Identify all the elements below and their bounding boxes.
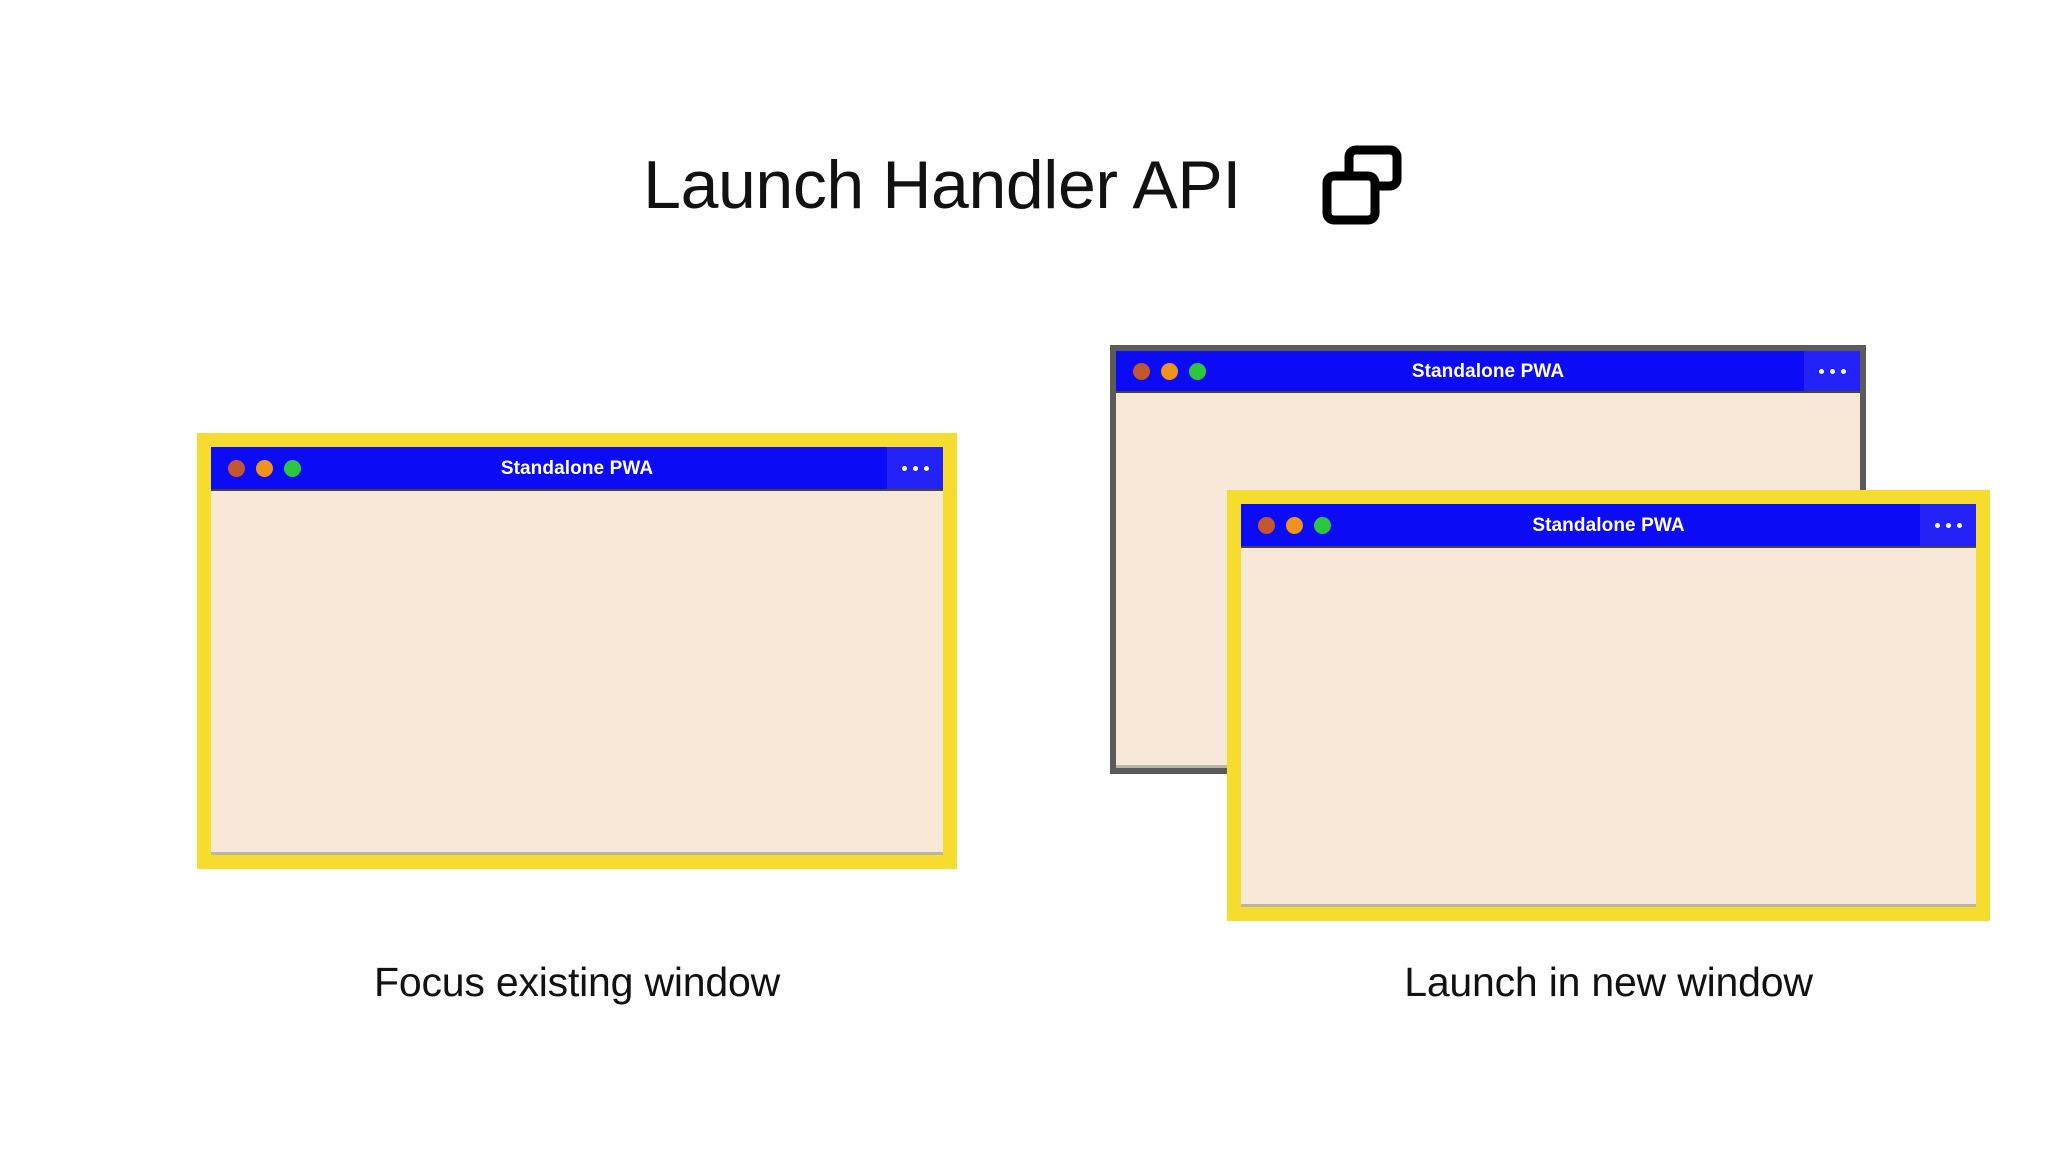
window-content-area	[211, 491, 943, 855]
ellipsis-dot-icon	[1956, 522, 1962, 528]
window-content-area	[1241, 548, 1976, 907]
minimize-button-icon[interactable]	[1161, 362, 1178, 380]
overflow-menu-button[interactable]	[887, 447, 943, 489]
window-titlebar[interactable]: Standalone PWA	[1241, 504, 1976, 548]
ellipsis-dot-icon	[1829, 368, 1835, 374]
page-title: Launch Handler API	[643, 147, 1241, 223]
ellipsis-dot-icon	[923, 465, 929, 471]
close-button-icon[interactable]	[1258, 516, 1275, 534]
maximize-button-icon[interactable]	[1314, 516, 1331, 534]
traffic-light-controls	[1241, 516, 1331, 534]
caption-focus-existing-window: Focus existing window	[374, 959, 780, 1005]
slide-header: Launch Handler API	[0, 130, 2048, 240]
overflow-menu-button[interactable]	[1804, 351, 1860, 391]
window-title: Standalone PWA	[1532, 514, 1685, 536]
close-button-icon[interactable]	[228, 459, 245, 477]
traffic-light-controls	[211, 459, 301, 477]
minimize-button-icon[interactable]	[256, 459, 273, 477]
multi-window-icon	[1322, 145, 1402, 225]
maximize-button-icon[interactable]	[284, 459, 301, 477]
ellipsis-dot-icon	[912, 465, 918, 471]
window-titlebar[interactable]: Standalone PWA	[211, 447, 943, 491]
minimize-button-icon[interactable]	[1286, 516, 1303, 534]
caption-launch-in-new-window: Launch in new window	[1404, 959, 1813, 1005]
ellipsis-dot-icon	[1818, 368, 1824, 374]
close-button-icon[interactable]	[1133, 362, 1150, 380]
traffic-light-controls	[1116, 362, 1206, 380]
window-title: Standalone PWA	[1411, 360, 1565, 382]
window-title: Standalone PWA	[500, 457, 654, 479]
overflow-menu-button[interactable]	[1920, 504, 1976, 546]
standalone-pwa-window-focused[interactable]: Standalone PWA	[197, 433, 957, 869]
ellipsis-dot-icon	[1840, 368, 1846, 374]
window-inner: Standalone PWA	[1241, 504, 1976, 907]
ellipsis-dot-icon	[901, 465, 907, 471]
window-titlebar[interactable]: Standalone PWA	[1116, 351, 1860, 393]
maximize-button-icon[interactable]	[1189, 362, 1206, 380]
ellipsis-dot-icon	[1945, 522, 1951, 528]
ellipsis-dot-icon	[1934, 522, 1940, 528]
standalone-pwa-window-new-focused[interactable]: Standalone PWA	[1227, 490, 1990, 921]
window-inner: Standalone PWA	[211, 447, 943, 855]
